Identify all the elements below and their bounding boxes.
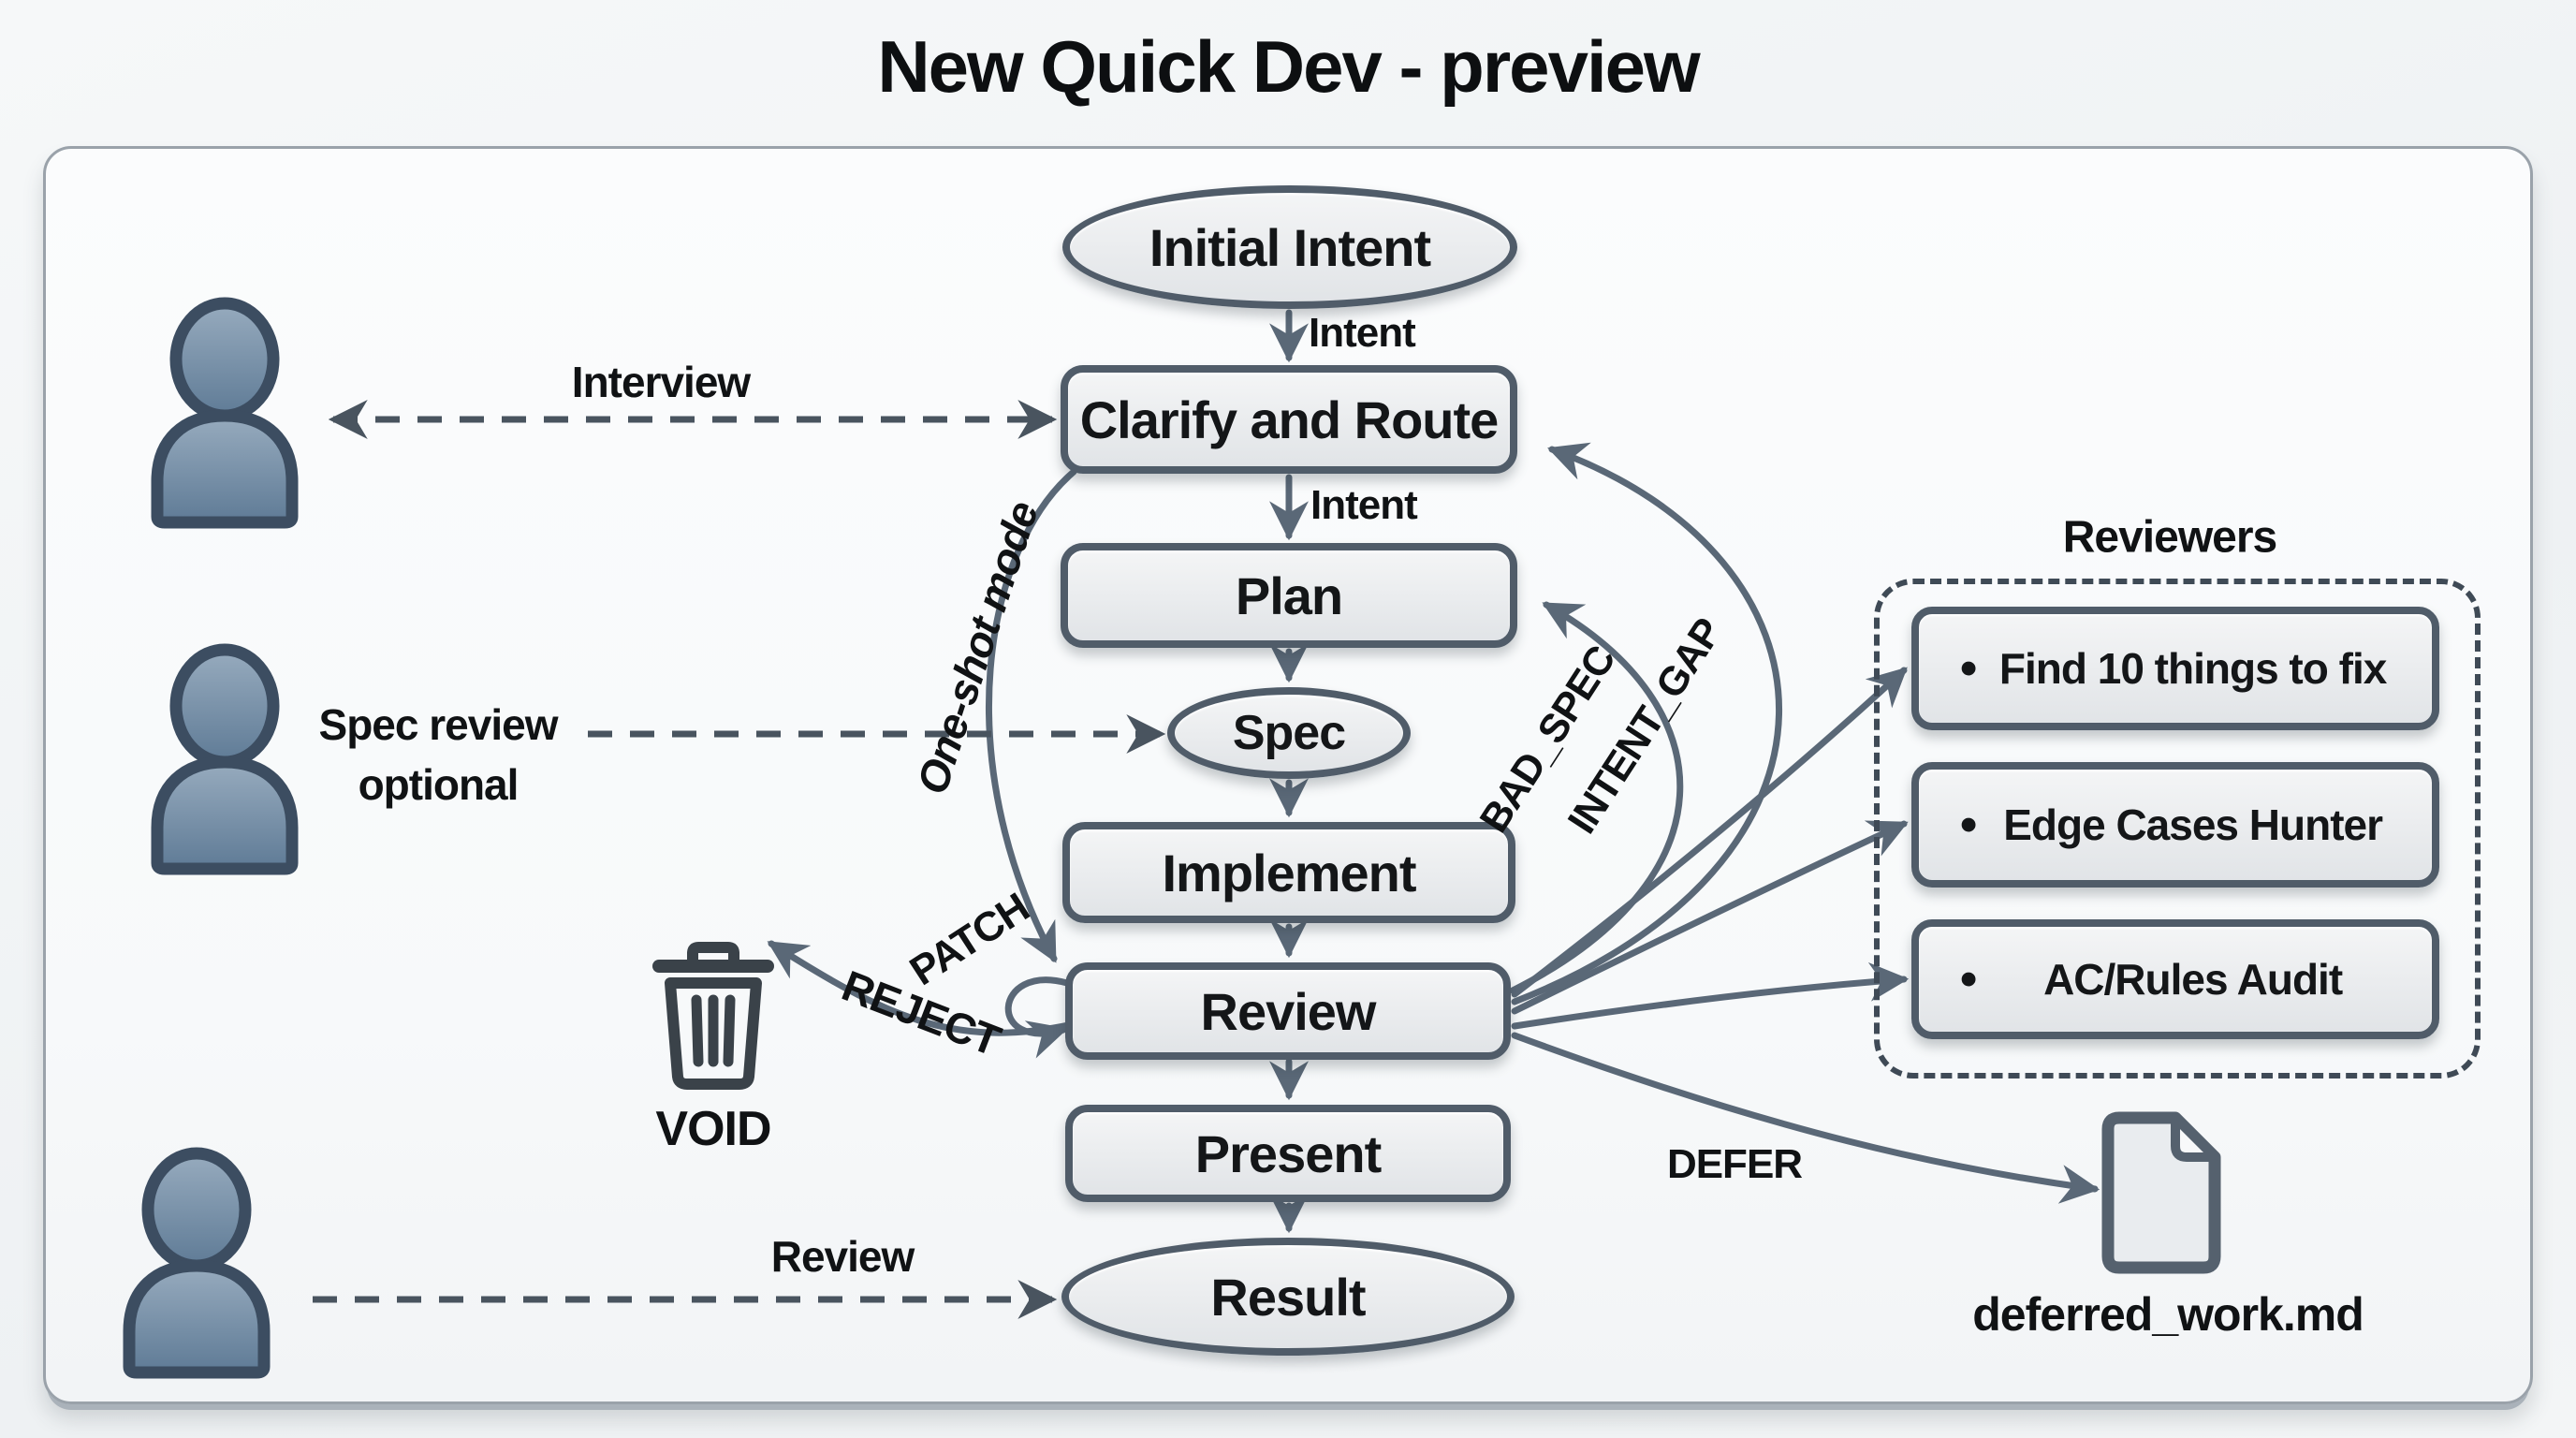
node-spec: Spec: [1167, 687, 1411, 779]
reviewers-panel: [1874, 579, 2481, 1078]
void-label: VOID: [655, 1102, 771, 1156]
bullet-icon: •: [1960, 952, 1977, 1006]
node-result: Result: [1061, 1238, 1515, 1356]
spec-review-optional-label: Spec review optional: [288, 695, 588, 814]
node-initial-intent: Initial Intent: [1062, 185, 1517, 309]
node-plan: Plan: [1061, 543, 1517, 648]
edge-label-defer: DEFER: [1666, 1141, 1803, 1187]
node-spec-label: Spec: [1232, 706, 1346, 760]
node-implement-label: Implement: [1162, 843, 1416, 902]
node-result-label: Result: [1210, 1267, 1366, 1327]
bullet-icon: •: [1960, 641, 1977, 696]
deferred-file-label: deferred_work.md: [1972, 1288, 2364, 1341]
reviewer-item-label: Find 10 things to fix: [1998, 644, 2387, 693]
edge-label-intent-top: Intent: [1309, 310, 1416, 356]
reviewers-title: Reviewers: [2062, 512, 2277, 563]
node-review: Review: [1065, 962, 1511, 1060]
interview-label: Interview: [571, 358, 751, 406]
node-review-label: Review: [1200, 981, 1377, 1041]
bullet-icon: •: [1960, 798, 1977, 852]
reviewer-item-label: Edge Cases Hunter: [2003, 800, 2383, 849]
edge-label-intent-mid: Intent: [1310, 482, 1418, 528]
spec-review-line2: optional: [358, 760, 520, 809]
spec-review-line1: Spec review: [318, 700, 559, 749]
node-present: Present: [1065, 1105, 1511, 1202]
node-plan-label: Plan: [1235, 565, 1343, 625]
reviewer-item-ac-rules: • AC/Rules Audit: [1911, 919, 2439, 1039]
node-present-label: Present: [1194, 1123, 1382, 1183]
node-clarify-and-route: Clarify and Route: [1061, 365, 1517, 474]
reviewer-item-find-10: • Find 10 things to fix: [1911, 607, 2439, 730]
result-review-label: Review: [770, 1232, 915, 1281]
node-initial-intent-label: Initial Intent: [1149, 217, 1431, 277]
node-implement: Implement: [1062, 822, 1515, 923]
page-title: New Quick Dev - preview: [877, 25, 1700, 108]
reviewer-item-label: AC/Rules Audit: [2043, 955, 2343, 1004]
node-clarify-and-route-label: Clarify and Route: [1079, 389, 1500, 449]
reviewer-item-edge-cases: • Edge Cases Hunter: [1911, 762, 2439, 888]
